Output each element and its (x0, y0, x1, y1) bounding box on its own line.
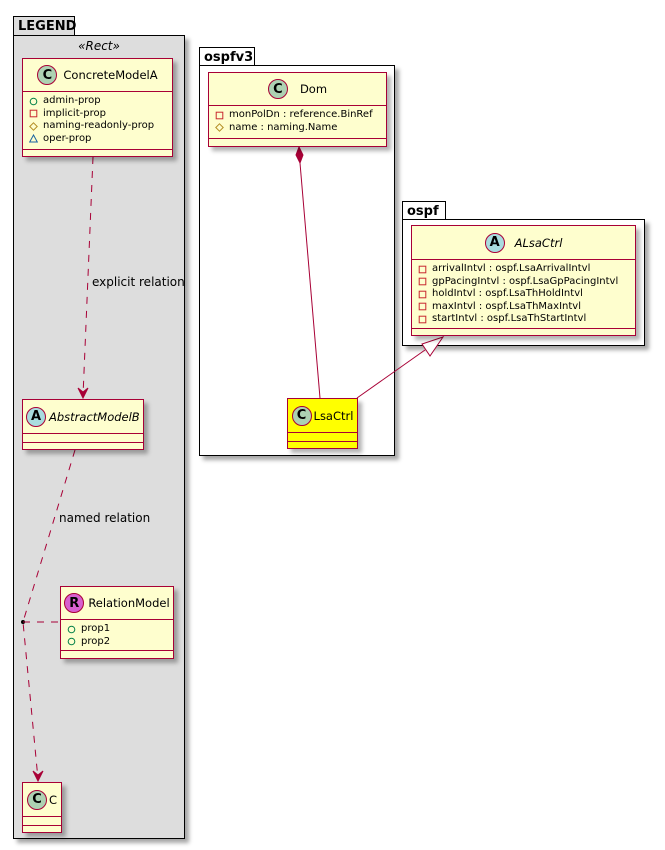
attributes-section (23, 817, 61, 826)
package-name-ospf: ospf (407, 204, 439, 219)
private-visibility-icon (215, 111, 224, 120)
attribute-row: implicit-prop (29, 108, 166, 121)
attribute-row: admin-prop (29, 95, 166, 108)
composition-line (299, 162, 321, 399)
attribute-text: naming-readonly-prop (43, 120, 155, 131)
class-name: ALsaCtrl (514, 235, 563, 250)
class-name: Dom (299, 82, 328, 96)
public-visibility-icon (29, 97, 38, 106)
methods-section (209, 139, 386, 147)
attribute-text: name : naming.Name (229, 121, 338, 133)
attribute-text: gpPacingIntvl : ospf.LsaGpPacingIntvl (432, 275, 619, 287)
methods-section (61, 651, 173, 659)
composition-diamond (295, 145, 304, 165)
class-abstract-model-b[interactable]: A AbstractModelB (22, 399, 144, 450)
attribute-text: arrivalIntvl : ospf.LsaArrivalIntvl (432, 263, 591, 274)
class-name: AbstractModelB (49, 409, 140, 424)
private-visibility-icon (418, 265, 427, 274)
attributes-section (23, 434, 143, 443)
class-c[interactable]: C C (22, 782, 62, 833)
class-lsa-ctrl[interactable]: C LsaCtrl (287, 398, 358, 449)
attribute-row: holdIntvl : ospf.LsaThHoldIntvl (418, 288, 629, 301)
attribute-text: maxIntvl : ospf.LsaThMaxIntvl (432, 300, 581, 312)
legend-stereotype: «Rect» (78, 39, 120, 53)
relation-badge-icon: R (64, 593, 85, 613)
package-visibility-icon (29, 134, 38, 143)
abstract-badge-icon: A (26, 406, 46, 427)
explicit-relation-arrowhead (77, 387, 89, 400)
class-name: RelationModel (88, 596, 170, 610)
generalization-line (356, 349, 426, 399)
attribute-row: oper-prop (29, 133, 166, 146)
class-name: LsaCtrl (313, 408, 354, 423)
named-relation-label: named relation (59, 511, 151, 525)
public-visibility-icon (67, 625, 76, 634)
class-concrete-model-a[interactable]: C ConcreteModelA admin-prop implicit-pro… (22, 58, 173, 157)
protected-visibility-icon (29, 121, 38, 131)
package-name-ospfv3: ospfv3 (204, 50, 254, 65)
methods-section (23, 150, 172, 158)
protected-visibility-icon (215, 123, 224, 133)
class-badge-icon: C (26, 789, 47, 810)
attribute-row: maxIntvl : ospf.LsaThMaxIntvl (418, 301, 629, 314)
public-visibility-icon (67, 637, 76, 646)
attribute-row: naming-readonly-prop (29, 120, 166, 133)
generalization-arrowhead (421, 336, 445, 357)
attribute-text: holdIntvl : ospf.LsaThHoldIntvl (432, 288, 583, 299)
explicit-relation-line (82, 156, 94, 397)
class-relation-model[interactable]: R RelationModel prop1 prop2 (60, 586, 174, 659)
attribute-text: implicit-prop (43, 107, 106, 119)
package-tab-ospfv3: ospfv3 (199, 47, 255, 66)
attribute-text: oper-prop (43, 132, 92, 144)
attribute-row: gpPacingIntvl : ospf.LsaGpPacingIntvl (418, 276, 629, 289)
private-visibility-icon (418, 277, 427, 286)
named-relation-arrowhead (32, 770, 44, 783)
class-alsa-ctrl[interactable]: A ALsaCtrl arrivalIntvl : ospf.LsaArriva… (411, 225, 636, 336)
package-tab-ospf: ospf (402, 201, 446, 220)
class-badge-icon: C (37, 65, 58, 85)
package-name-legend: LEGEND (18, 19, 77, 34)
class-name: ConcreteModelA (63, 68, 158, 82)
explicit-relation-label: explicit relation (92, 275, 185, 289)
named-relation-line (22, 449, 76, 780)
private-visibility-icon (418, 315, 427, 324)
methods-section (412, 329, 635, 337)
class-badge-icon: C (291, 405, 312, 426)
attribute-row: prop1 (67, 623, 167, 636)
attribute-text: prop2 (81, 635, 111, 647)
attribute-row: prop2 (67, 636, 167, 649)
private-visibility-icon (418, 290, 427, 299)
attribute-row: arrivalIntvl : ospf.LsaArrivalIntvl (418, 263, 629, 276)
package-tab-legend: LEGEND (13, 16, 77, 35)
class-name: C (48, 792, 58, 807)
attributes-section (288, 433, 357, 442)
attribute-row: startIntvl : ospf.LsaThStartIntvl (418, 313, 629, 326)
private-visibility-icon (29, 109, 38, 118)
abstract-badge-icon: A (484, 232, 505, 253)
attribute-text: startIntvl : ospf.LsaThStartIntvl (432, 313, 587, 324)
attribute-text: monPolDn : reference.BinRef (229, 109, 373, 120)
attribute-row: name : naming.Name (215, 122, 380, 135)
attribute-row: monPolDn : reference.BinRef (215, 109, 380, 122)
attribute-text: prop1 (81, 623, 111, 634)
attribute-text: admin-prop (43, 95, 101, 106)
class-dom[interactable]: C Dom monPolDn : reference.BinRef name :… (208, 72, 387, 147)
class-badge-icon: C (267, 79, 288, 99)
private-visibility-icon (418, 302, 427, 311)
